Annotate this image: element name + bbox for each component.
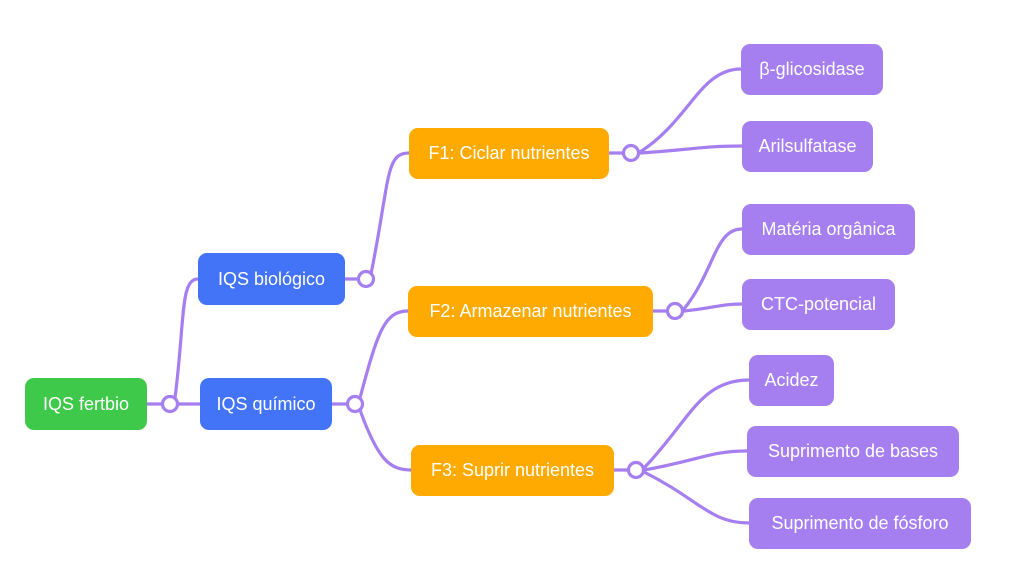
node-label: F1: Ciclar nutrientes: [428, 143, 590, 163]
node-label: F2: Armazenar nutrientes: [429, 301, 632, 321]
node-acidez[interactable]: Acidez: [749, 355, 834, 406]
connector-f1-glicosidase: [607, 67, 743, 155]
node-f3-suprir[interactable]: F3: Suprir nutrientes: [411, 445, 614, 496]
node-label: Arilsulfatase: [758, 136, 857, 156]
joint-quimico[interactable]: [345, 394, 365, 414]
joint-biologico[interactable]: [356, 269, 376, 289]
node-suprimento-fosforo[interactable]: Suprimento de fósforo: [749, 498, 971, 549]
node-iqs-fertbio[interactable]: IQS fertbio: [25, 378, 147, 430]
connector-f2-materia: [651, 227, 744, 313]
node-label: Matéria orgânica: [761, 219, 896, 239]
node-label: IQS químico: [216, 393, 316, 414]
connector-f3-acidez: [612, 378, 751, 472]
connector-f3-bases: [642, 449, 749, 472]
connector-quimico-f3: [358, 408, 413, 472]
node-ctc-potencial[interactable]: CTC-potencial: [742, 279, 895, 330]
node-iqs-quimico[interactable]: IQS químico: [200, 378, 332, 430]
connector-quimico-f2: [330, 309, 410, 406]
joint-root[interactable]: [160, 394, 180, 414]
connector-f3-fosforo: [642, 470, 751, 525]
node-label: β-glicosidase: [759, 59, 865, 79]
node-materia-organica[interactable]: Matéria orgânica: [742, 204, 915, 255]
joint-f3[interactable]: [626, 460, 646, 480]
joint-f2[interactable]: [665, 301, 685, 321]
node-label: Acidez: [764, 370, 819, 390]
node-suprimento-bases[interactable]: Suprimento de bases: [747, 426, 959, 477]
connector-biologico-f1: [343, 151, 411, 281]
node-f1-ciclar[interactable]: F1: Ciclar nutrientes: [409, 128, 609, 179]
node-label: Suprimento de bases: [767, 441, 939, 461]
node-label: IQS biológico: [217, 268, 326, 289]
node-f2-armazenar[interactable]: F2: Armazenar nutrientes: [408, 286, 653, 337]
connector-f1-arilsulfatase: [638, 144, 744, 155]
node-label: IQS fertbio: [42, 393, 130, 414]
connector-f2-ctc: [682, 302, 744, 313]
node-arilsulfatase[interactable]: Arilsulfatase: [742, 121, 873, 172]
node-label: F3: Suprir nutrientes: [430, 460, 595, 480]
node-iqs-biologico[interactable]: IQS biológico: [198, 253, 345, 305]
node-label: CTC-potencial: [760, 294, 877, 314]
node-label: Suprimento de fósforo: [771, 513, 949, 533]
node-beta-glicosidase[interactable]: β-glicosidase: [741, 44, 883, 95]
joint-f1[interactable]: [621, 143, 641, 163]
connector-root-biologico: [145, 277, 200, 406]
